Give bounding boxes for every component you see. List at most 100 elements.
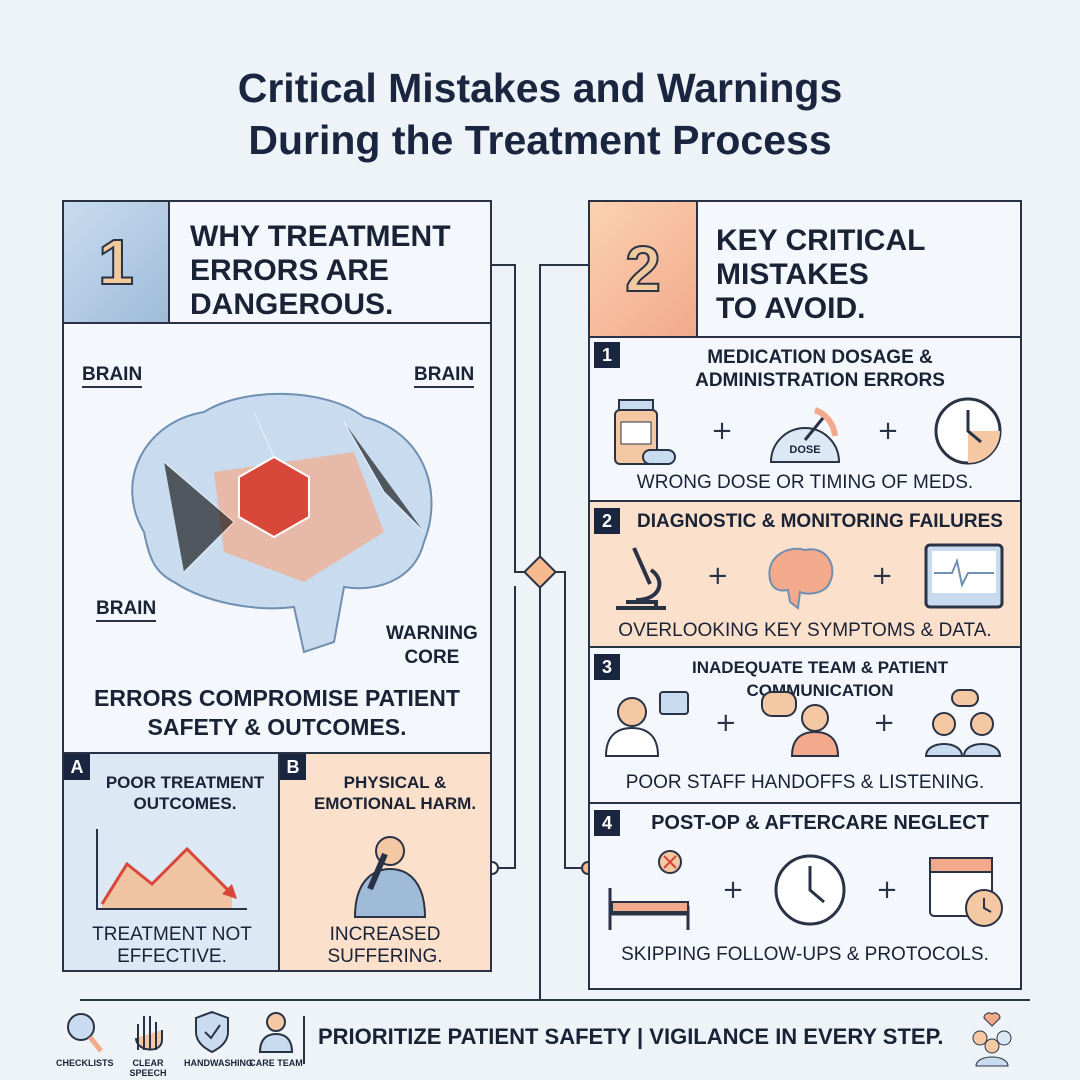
plus-sign: + <box>877 416 899 446</box>
dose-gauge-icon: DOSE <box>767 396 843 466</box>
item-number: 3 <box>594 654 620 680</box>
label-brain: BRAIN <box>82 364 143 388</box>
caption-line: SUFFERING. <box>327 946 443 967</box>
plus-sign: + <box>722 875 744 905</box>
clock-icon <box>774 854 846 926</box>
title-line: OUTCOMES. <box>133 794 237 813</box>
title-line: POOR TREATMENT <box>105 773 265 792</box>
plus-sign: + <box>714 708 737 738</box>
footer-icon-label: CLEAR SPEECH <box>129 1058 167 1078</box>
hospital-bed-icon <box>608 850 690 930</box>
plus-sign: + <box>871 561 894 591</box>
diamond-node <box>523 555 557 589</box>
plus-sign: + <box>876 875 898 905</box>
magnifier-icon <box>67 1013 103 1053</box>
mistake-item-2: 2 DIAGNOSTIC & MONITORING FAILURES + + O… <box>590 502 1020 648</box>
footer-icon-care-team: CARE TEAM <box>248 1010 304 1078</box>
heading-line: ERRORS ARE <box>190 254 389 287</box>
item-caption: OVERLOOKING KEY SYMPTOMS & DATA. <box>618 620 992 641</box>
footer-slogan: PRIORITIZE PATIENT SAFETY | VIGILANCE IN… <box>318 1024 944 1049</box>
brain-icon <box>768 547 834 610</box>
label-brain: BRAIN <box>414 364 475 388</box>
title-line: PHYSICAL & <box>343 773 447 792</box>
footer-icon-clear-speech: CLEAR SPEECH <box>120 1010 176 1078</box>
footer-icon-checklists: CHECKLISTS <box>56 1010 114 1078</box>
mistake-item-3: 3 INADEQUATE TEAM & PATIENT COMMUNICATIO… <box>590 648 1020 804</box>
brain-illustration <box>131 392 433 654</box>
icon-row: + DOSE + <box>590 396 1020 466</box>
caption-line: EFFECTIVE. <box>117 946 227 967</box>
item-title: MEDICATION DOSAGE &ADMINISTRATION ERRORS <box>620 346 1020 392</box>
section-1-heading: WHY TREATMENT ERRORS ARE DANGEROUS. <box>190 220 451 322</box>
care-team-heart-icon <box>972 1012 1012 1067</box>
label-warning-core: WARNING CORE <box>386 622 478 670</box>
section-1-header: 1 WHY TREATMENT ERRORS ARE DANGEROUS. <box>64 202 490 324</box>
patient-icon <box>761 691 840 757</box>
summary-line: SAFETY & OUTCOMES. <box>147 714 407 740</box>
doctor-icon <box>604 691 689 757</box>
item-caption: WRONG DOSE OR TIMING OF MEDS. <box>636 472 974 493</box>
section-1-panel: 1 WHY TREATMENT ERRORS ARE DANGEROUS. BR… <box>62 200 492 972</box>
calendar-icon <box>928 857 1003 927</box>
section-number: 1 <box>64 202 170 322</box>
page-title: Critical Mistakes and Warnings During th… <box>0 62 1080 166</box>
shield-icon <box>195 1010 229 1054</box>
team-icon <box>925 689 1002 757</box>
doctor-icon <box>258 1012 294 1053</box>
heading-line: WHY TREATMENT <box>190 220 451 253</box>
title-line-1: Critical Mistakes and Warnings <box>237 65 843 111</box>
caption-line: TREATMENT NOT <box>92 924 252 945</box>
icon-row: + + <box>590 540 1020 612</box>
title-line: MEDICATION DOSAGE & <box>707 347 933 368</box>
icon-row: + + <box>590 848 1020 932</box>
title-line-2: During the Treatment Process <box>248 117 832 163</box>
item-title: DIAGNOSTIC & MONITORING FAILURES <box>637 511 1003 532</box>
plus-sign: + <box>711 416 733 446</box>
mistake-item-1: 1 MEDICATION DOSAGE &ADMINISTRATION ERRO… <box>590 338 1020 502</box>
caption-line: INCREASED <box>329 924 441 945</box>
mistake-item-4: 4 POST-OP & AFTERCARE NEGLECT + + SKIPPI… <box>590 804 1020 988</box>
footer-divider <box>303 1016 305 1064</box>
section-number: 2 <box>590 202 698 336</box>
card-title: PHYSICAL &EMOTIONAL HARM. <box>300 772 490 814</box>
item-number: 1 <box>594 342 620 368</box>
footer-icon-handwashing: HANDWASHING <box>184 1010 253 1078</box>
footer-icon-label: CHECKLISTS <box>56 1058 114 1068</box>
hand-icon <box>135 1016 163 1051</box>
section-2-panel: 2 KEY CRITICAL MISTAKES TO AVOID. 1 MEDI… <box>588 200 1022 990</box>
title-line: ADMINISTRATION ERRORS <box>695 370 945 391</box>
summary-text: ERRORS COMPROMISE PATIENT SAFETY & OUTCO… <box>64 684 490 742</box>
plus-sign: + <box>873 708 896 738</box>
heading-line: MISTAKES <box>716 258 869 291</box>
card-title: POOR TREATMENT OUTCOMES. <box>90 772 280 814</box>
heading-line: KEY CRITICAL <box>716 224 926 257</box>
icon-row: + + <box>590 688 1020 758</box>
microscope-icon <box>615 547 666 610</box>
item-title: POST-OP & AFTERCARE NEGLECT <box>651 812 989 834</box>
card-tag: A <box>64 754 90 780</box>
item-number: 2 <box>594 508 620 534</box>
label-line: CORE <box>404 647 460 668</box>
section-2-heading: KEY CRITICAL MISTAKES TO AVOID. <box>716 224 925 326</box>
declining-chart-icon <box>96 829 247 910</box>
summary-line: ERRORS COMPROMISE PATIENT <box>94 685 460 711</box>
warning-core <box>238 455 310 539</box>
clock-icon <box>934 397 1002 465</box>
footer-icons: CHECKLISTS CLEAR SPEECH HANDWASHING CARE… <box>56 1010 304 1078</box>
heading-line: TO AVOID. <box>716 292 866 325</box>
footer-icon-label: HANDWASHING <box>184 1058 253 1068</box>
label-brain: BRAIN <box>96 598 157 622</box>
label-line: WARNING <box>386 623 478 644</box>
heading-line: DANGEROUS. <box>190 288 394 321</box>
card-tag: B <box>280 754 306 780</box>
item-number: 4 <box>594 810 620 836</box>
monitor-icon <box>924 543 1004 609</box>
section-2-header: 2 KEY CRITICAL MISTAKES TO AVOID. <box>590 202 1020 338</box>
distressed-person-icon <box>353 836 427 918</box>
gauge-label: DOSE <box>789 444 821 456</box>
pill-bottle-icon <box>614 399 677 465</box>
